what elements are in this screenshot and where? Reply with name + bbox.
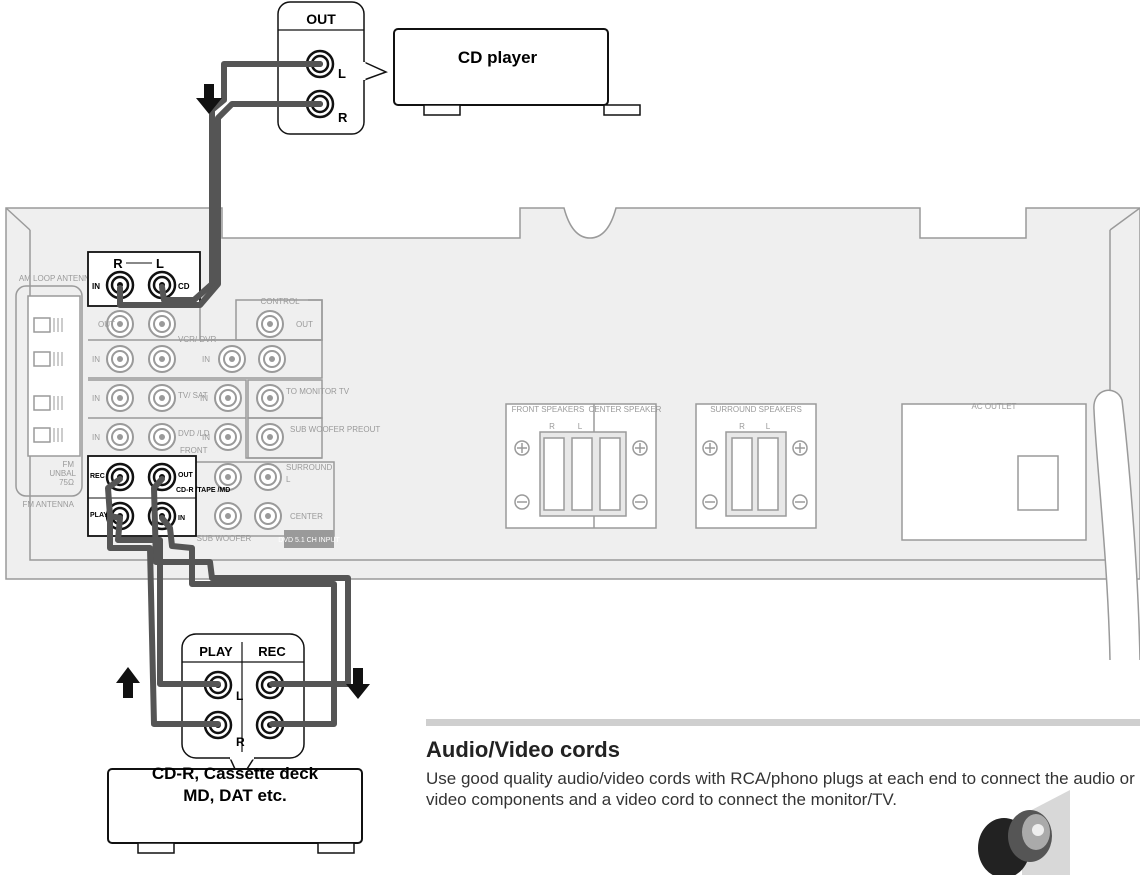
section-body-text: Use good quality audio/video cords with … [426, 769, 1135, 809]
vcr-label: VCR/ DVR [178, 335, 216, 344]
ac-outlet: AC OUTLET [901, 402, 1087, 541]
am-antenna-label: AM LOOP ANTENNA [19, 274, 96, 283]
rec-down-arrow [346, 668, 370, 699]
deck-label-line2: MD, DAT etc. [183, 786, 287, 805]
dvd-in-label: IN [92, 433, 100, 442]
tape-out-label: OUT [178, 472, 194, 479]
cd-out-r-label: R [338, 110, 348, 125]
fm-label: FM [62, 460, 74, 469]
front-r-label: R [549, 422, 555, 431]
antenna-terminals: AM LOOP ANTENNA FM UNBAL 75Ω FM ANTENNA [15, 274, 96, 509]
play-up-arrow [116, 667, 140, 698]
deck-label: CD-R, Cassette deck MD, DAT etc. [112, 763, 358, 807]
cd-out-l-label: L [338, 66, 346, 81]
fm-antenna-label: FM ANTENNA [22, 500, 74, 509]
vcr-in2-label: IN [202, 355, 210, 364]
center-label: CENTER [290, 512, 323, 521]
cd-label: CD [178, 282, 190, 291]
surround-label: SURROUND [286, 463, 332, 472]
dvd51-label: DVD 5.1 CH INPUT [278, 537, 340, 544]
cd-l-label: L [156, 256, 164, 271]
fm-unbal-label: UNBAL [49, 469, 76, 478]
cd-player: OUT L R [277, 1, 641, 135]
rca-plug-illustration [978, 790, 1070, 875]
cd-out-header: OUT [306, 11, 336, 27]
surround-l-spk-label: L [766, 422, 771, 431]
signal-arrows [116, 84, 370, 699]
control-label: CONTROL [260, 297, 300, 306]
recording-deck: PLAY REC L R [107, 633, 363, 854]
deck-rec-label: REC [258, 644, 286, 659]
tape-rec-label: REC [90, 473, 105, 480]
tape-play-label: PLAY [90, 512, 108, 519]
audio-cables [105, 61, 351, 727]
control-out-label: OUT [296, 320, 313, 329]
surround-r-label: R [739, 422, 745, 431]
fm-ohm-label: 75Ω [59, 478, 74, 487]
vcr-out-label: OUT [98, 320, 115, 329]
section-divider [426, 719, 1140, 726]
cd-down-arrow [196, 84, 222, 114]
tape-name-label: CD-R /TAPE /MD [176, 487, 230, 494]
tv-label: TV/ SAT [178, 391, 208, 400]
sub-preout-label: SUB WOOFER PREOUT [290, 425, 380, 434]
vcr-in-label: IN [92, 355, 100, 364]
front-l-label: L [578, 422, 583, 431]
surround-speakers-label: SURROUND SPEAKERS [710, 405, 802, 414]
power-cord [1093, 389, 1140, 661]
tape-group [87, 455, 197, 537]
deck-label-line1: CD-R, Cassette deck [151, 764, 319, 783]
surround-l-label: L [286, 475, 291, 484]
front-center-speaker-terminals: FRONT SPEAKERS CENTER SPEAKER R L [505, 403, 662, 529]
tape-in-label: IN [178, 515, 185, 522]
front-speakers-label: FRONT SPEAKERS [512, 405, 585, 414]
deck-r-label: R [236, 735, 245, 749]
to-monitor-label: TO MONITOR TV [286, 387, 350, 396]
tv-in2-label: IN [200, 394, 208, 403]
front-tag: FRONT [180, 446, 208, 455]
cd-in-label: IN [92, 282, 100, 291]
tv-in-label: IN [92, 394, 100, 403]
dvd-label: DVD /LD [178, 429, 210, 438]
center-speaker-label: CENTER SPEAKER [589, 405, 662, 414]
deck-l-label: L [236, 689, 243, 703]
sub-label: SUB WOOFER [197, 534, 252, 543]
ac-outlet-label: AC OUTLET [972, 402, 1017, 411]
cd-r-label: R [113, 256, 123, 271]
dvd-in2-label: IN [202, 433, 210, 442]
cd-player-label: CD player [457, 48, 538, 67]
section-heading: Audio/Video cords [426, 737, 620, 762]
surround-speaker-terminals: SURROUND SPEAKERS R L [695, 403, 817, 529]
deck-play-label: PLAY [199, 644, 233, 659]
